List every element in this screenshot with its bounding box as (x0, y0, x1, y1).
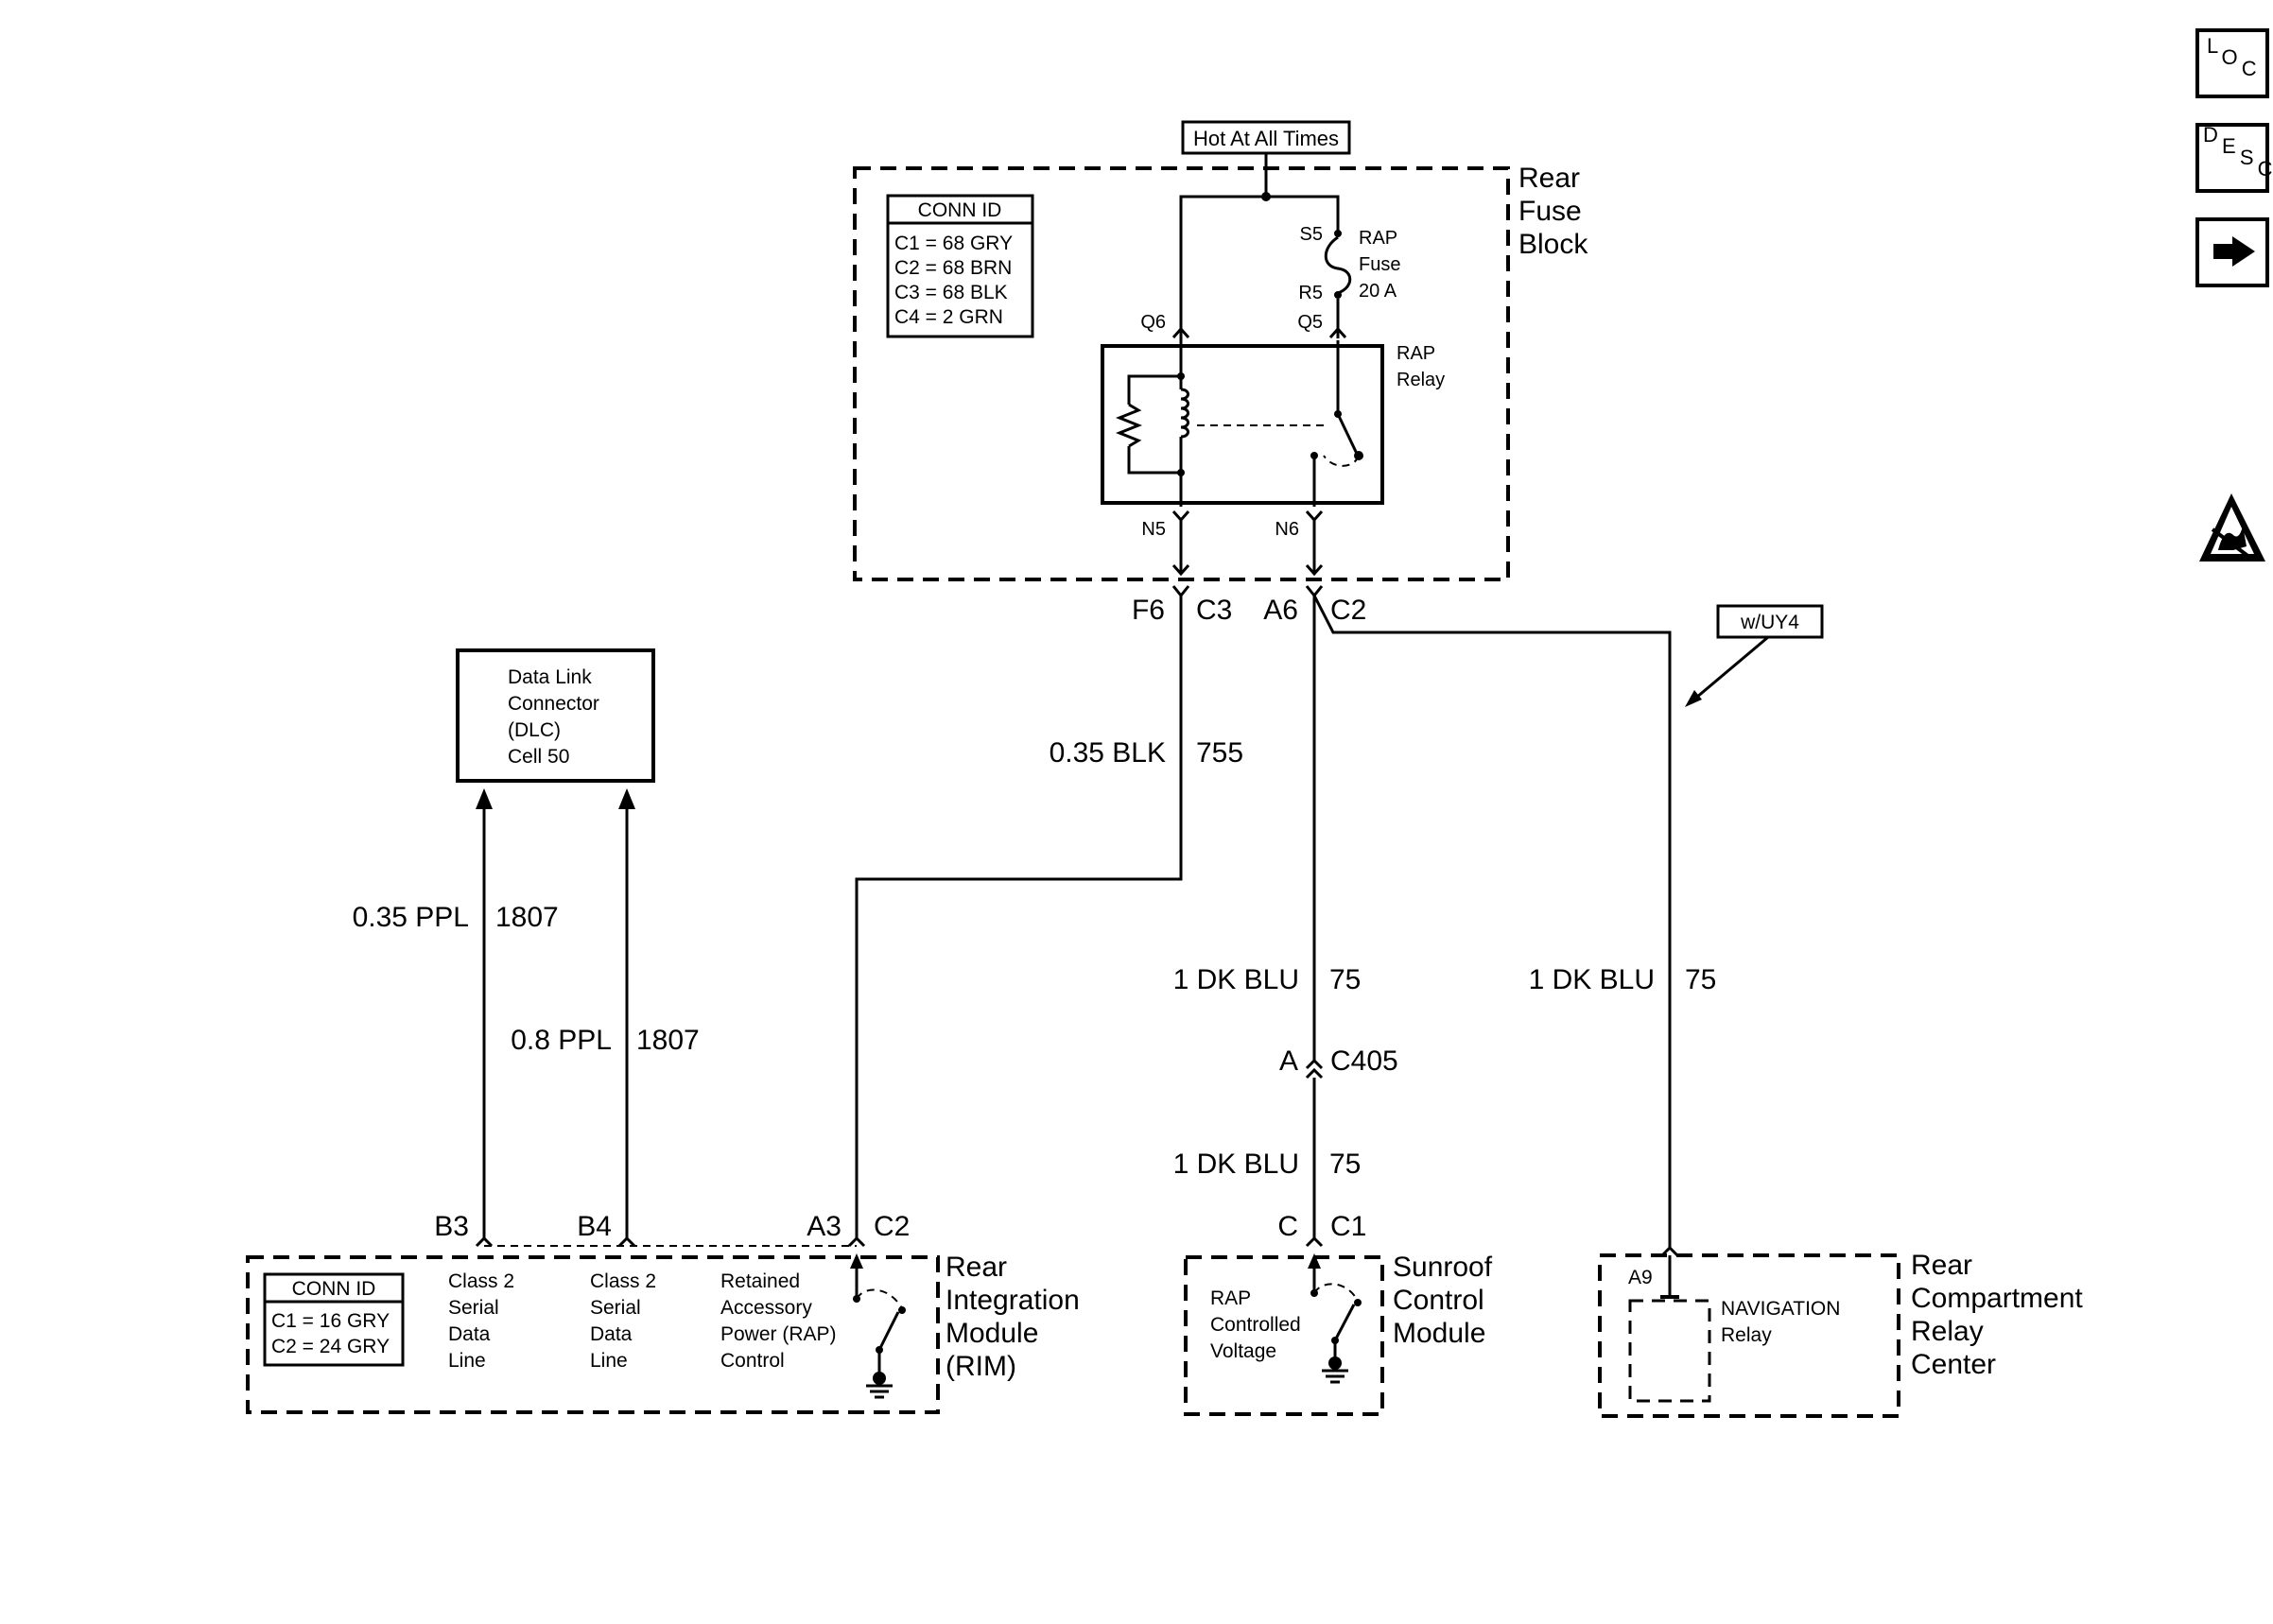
relay-pin-q6: Q6 (1140, 312, 1166, 333)
rap-relay: RAP Relay (1101, 340, 1445, 507)
rap-relay-outline (1101, 344, 1384, 505)
option-tag-arrow (1685, 690, 1702, 707)
wire-75-lower-circuit: 75 (1329, 1149, 1361, 1180)
fuse-element (1324, 235, 1352, 295)
pin-f6: F6 (1132, 595, 1165, 626)
arrow-up-icon (618, 788, 635, 809)
rim-pin-a3: A3 (807, 1211, 842, 1242)
fuse-block-conn-id-table: CONN ID C1 = 68 GRY C2 = 68 BRN C3 = 68 … (886, 194, 1034, 338)
conn-id-row: C1 = 68 GRY (894, 233, 1013, 254)
sunroof-title: Sunroof Control Module (1393, 1252, 1500, 1349)
connector-c405: A C405 (1279, 1045, 1398, 1080)
rear-fuse-block-outline (853, 166, 1510, 581)
connector-chevron (1328, 326, 1347, 338)
rear-compartment-relay-center: Rear Compartment Relay Center A9 NAVIGAT… (1598, 1245, 2091, 1418)
rim-title: Rear Integration Module (RIM) (946, 1252, 1087, 1382)
rcrc-title: Rear Compartment Relay Center (1911, 1250, 2091, 1380)
relay-pin-n5: N5 (1141, 519, 1166, 540)
connector-chevron (1171, 585, 1190, 598)
desc-button[interactable]: D E S C (2195, 123, 2273, 193)
sunroof-outline (1184, 1255, 1384, 1416)
wire-1807-a-circuit: 1807 (495, 902, 559, 933)
dlc-label: Data Link Connector (DLC) Cell 50 (508, 666, 605, 768)
rap-fuse: S5 R5 RAP Fuse 20 A (1298, 224, 1406, 338)
battery-bus-wire (1179, 195, 1340, 340)
data-link-connector: Data Link Connector (DLC) Cell 50 (456, 648, 655, 783)
relay-switch-arm (1336, 413, 1360, 457)
loc-icon: L O C (2207, 34, 2257, 80)
wire-75-upper-gauge: 1 DK BLU (1173, 964, 1299, 995)
connector-chevron (1171, 326, 1190, 338)
conn-id-row: C2 = 68 BRN (894, 257, 1012, 279)
rcrc-pin-a9: A9 (1628, 1267, 1653, 1288)
rim-class2-label-a: Class 2 Serial Data Line (448, 1270, 520, 1372)
ground-icon (1328, 1356, 1342, 1370)
hot-at-all-times-label: Hot At All Times (1193, 127, 1339, 150)
rim-connector-c2: C2 (874, 1211, 910, 1242)
arrow-up-icon (476, 788, 493, 809)
wire-1807-b-circuit: 1807 (636, 1025, 700, 1056)
esd-warning-icon (2199, 493, 2265, 561)
wire-755 (855, 596, 1183, 1240)
c405-label: C405 (1330, 1045, 1398, 1077)
fuse-pin-r5: R5 (1298, 283, 1323, 303)
option-tag-label: w/UY4 (1740, 612, 1799, 633)
wire-755-gauge: 0.35 BLK (1050, 737, 1166, 769)
connector-c3: C3 (1196, 595, 1232, 626)
fuse-pin-s5: S5 (1300, 224, 1323, 245)
connector-chevron (1305, 585, 1324, 598)
next-button[interactable] (2195, 217, 2269, 287)
relay-pin-q5: Q5 (1297, 312, 1323, 333)
pin-a6: A6 (1263, 595, 1298, 626)
conn-id-header: CONN ID (918, 199, 1002, 221)
desc-icon: D E S C (2203, 123, 2273, 181)
wire-75-right-circuit: 75 (1685, 964, 1716, 995)
relay-coil (1180, 388, 1189, 439)
wire-1807-b-gauge: 0.8 PPL (511, 1025, 612, 1056)
navigation-relay-outline (1628, 1299, 1711, 1403)
conn-id-row: C2 = 24 GRY (271, 1336, 390, 1357)
loc-button[interactable]: L O C (2195, 28, 2269, 98)
c405-pin: A (1279, 1045, 1298, 1077)
conn-id-header: CONN ID (292, 1278, 376, 1300)
rap-relay-label: RAP Relay (1397, 343, 1445, 390)
relay-pin-n6: N6 (1275, 519, 1299, 540)
ground-icon (873, 1372, 886, 1385)
sunroof-control-module: Sunroof Control Module C C1 RAP Controll… (1184, 1211, 1500, 1416)
hot-at-all-times-tag: Hot At All Times (1181, 120, 1351, 155)
relay-resistor (1115, 403, 1143, 448)
conn-id-row: C1 = 16 GRY (271, 1310, 390, 1332)
conn-id-row: C4 = 2 GRN (894, 306, 1003, 328)
conn-id-row: C3 = 68 BLK (894, 282, 1008, 303)
rear-fuse-block-title: Rear Fuse Block (1518, 163, 1589, 260)
wire-75-lower-gauge: 1 DK BLU (1173, 1149, 1299, 1180)
wire-755-circuit: 755 (1196, 737, 1243, 769)
rim-conn-id-table: CONN ID C1 = 16 GRY C2 = 24 GRY (263, 1272, 405, 1367)
rim-rap-switch (850, 1253, 906, 1399)
rim-pin-b3: B3 (434, 1211, 469, 1242)
sunroof-switch (1308, 1253, 1362, 1384)
wire-75-upper-circuit: 75 (1329, 964, 1361, 995)
rap-fuse-label: RAP Fuse 20 A (1359, 228, 1406, 302)
rim-class2-label-b: Class 2 Serial Data Line (590, 1270, 662, 1372)
arrow-right-icon (2213, 236, 2255, 267)
wire-1807-a-gauge: 0.35 PPL (353, 902, 469, 933)
sunroof-voltage-label: RAP Controlled Voltage (1210, 1287, 1307, 1362)
sunroof-connector-c1: C1 (1330, 1211, 1366, 1242)
rear-fuse-block: Rear Fuse Block CONN ID C1 = 68 GRY C2 =… (853, 163, 1589, 581)
wire-75-right-gauge: 1 DK BLU (1529, 964, 1655, 995)
rim-outline (246, 1255, 940, 1414)
connector-c2: C2 (1330, 595, 1366, 626)
wire-75-right (1312, 595, 1672, 1248)
rim-rap-control-label: Retained Accessory Power (RAP) Control (720, 1270, 842, 1372)
option-tag-uy4: w/UY4 (1685, 604, 1824, 707)
navigation-relay-label: NAVIGATION Relay (1721, 1298, 1846, 1346)
sunroof-pin-c: C (1277, 1211, 1298, 1242)
rim-pin-b4: B4 (577, 1211, 612, 1242)
rear-integration-module: Rear Integration Module (RIM) B3 B4 A3 C… (246, 1211, 1087, 1414)
